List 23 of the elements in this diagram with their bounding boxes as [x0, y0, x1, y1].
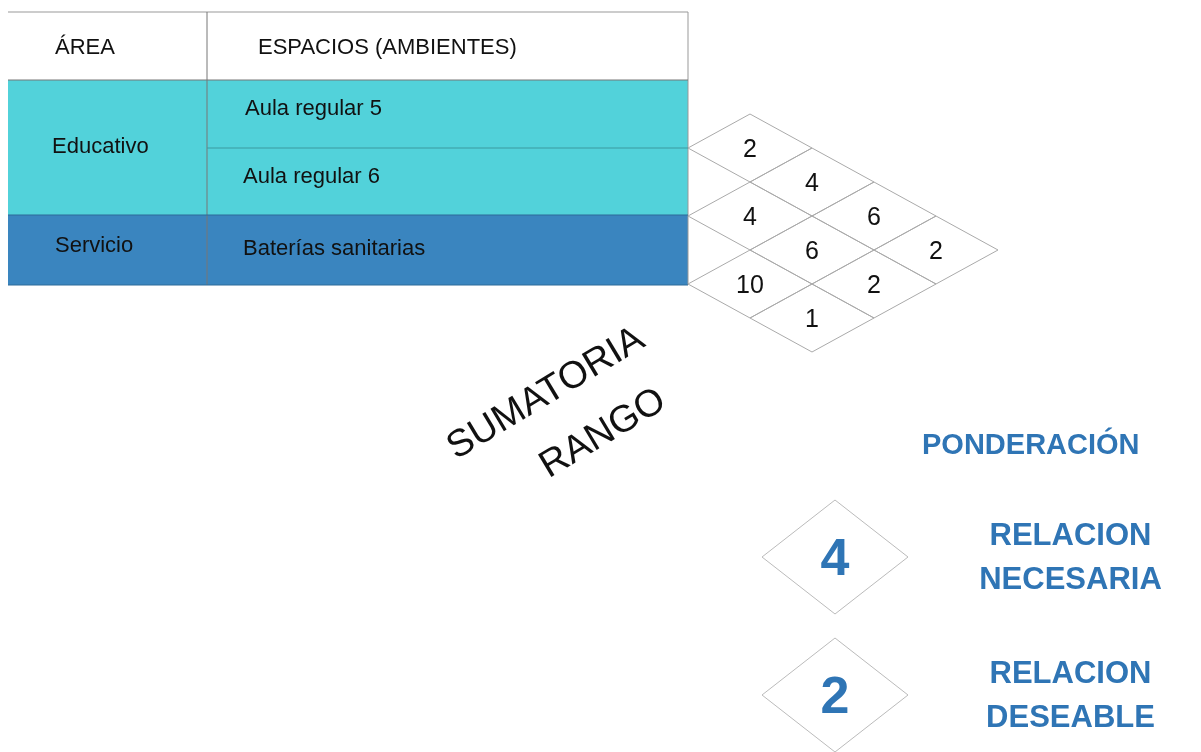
matrix-value: 2 [929, 235, 943, 265]
table-cell-text: Aula regular 5 [245, 95, 382, 121]
matrix-value: 6 [805, 235, 819, 265]
table-header-text: ESPACIOS (AMBIENTES) [258, 34, 517, 60]
matrix-value: 4 [805, 167, 819, 197]
diamond-number: 2 [820, 665, 850, 725]
legend-text: RELACION DESEABLE [985, 654, 1156, 736]
matrix-value: 6 [867, 201, 881, 231]
matrix-value: 10 [736, 269, 764, 299]
matrix-value: 2 [867, 269, 881, 299]
diamond-number: 4 [820, 527, 850, 587]
matrix-value: 4 [743, 201, 757, 231]
matrix-value: 1 [805, 303, 819, 333]
matrix-value: 2 [743, 133, 757, 163]
table-header-text: ÁREA [55, 34, 115, 60]
legend-text: RELACION NECESARIA [978, 516, 1163, 598]
table-cell-text: Servicio [55, 232, 134, 258]
table-cell-text: Educativo [52, 133, 149, 159]
legend-diamond [761, 637, 909, 752]
legend-diamond [761, 499, 909, 615]
table-cell-text: Baterías sanitarias [243, 235, 426, 261]
legend-title: PONDERACIÓN [922, 428, 1140, 461]
table-cell-text: Aula regular 6 [243, 163, 380, 189]
